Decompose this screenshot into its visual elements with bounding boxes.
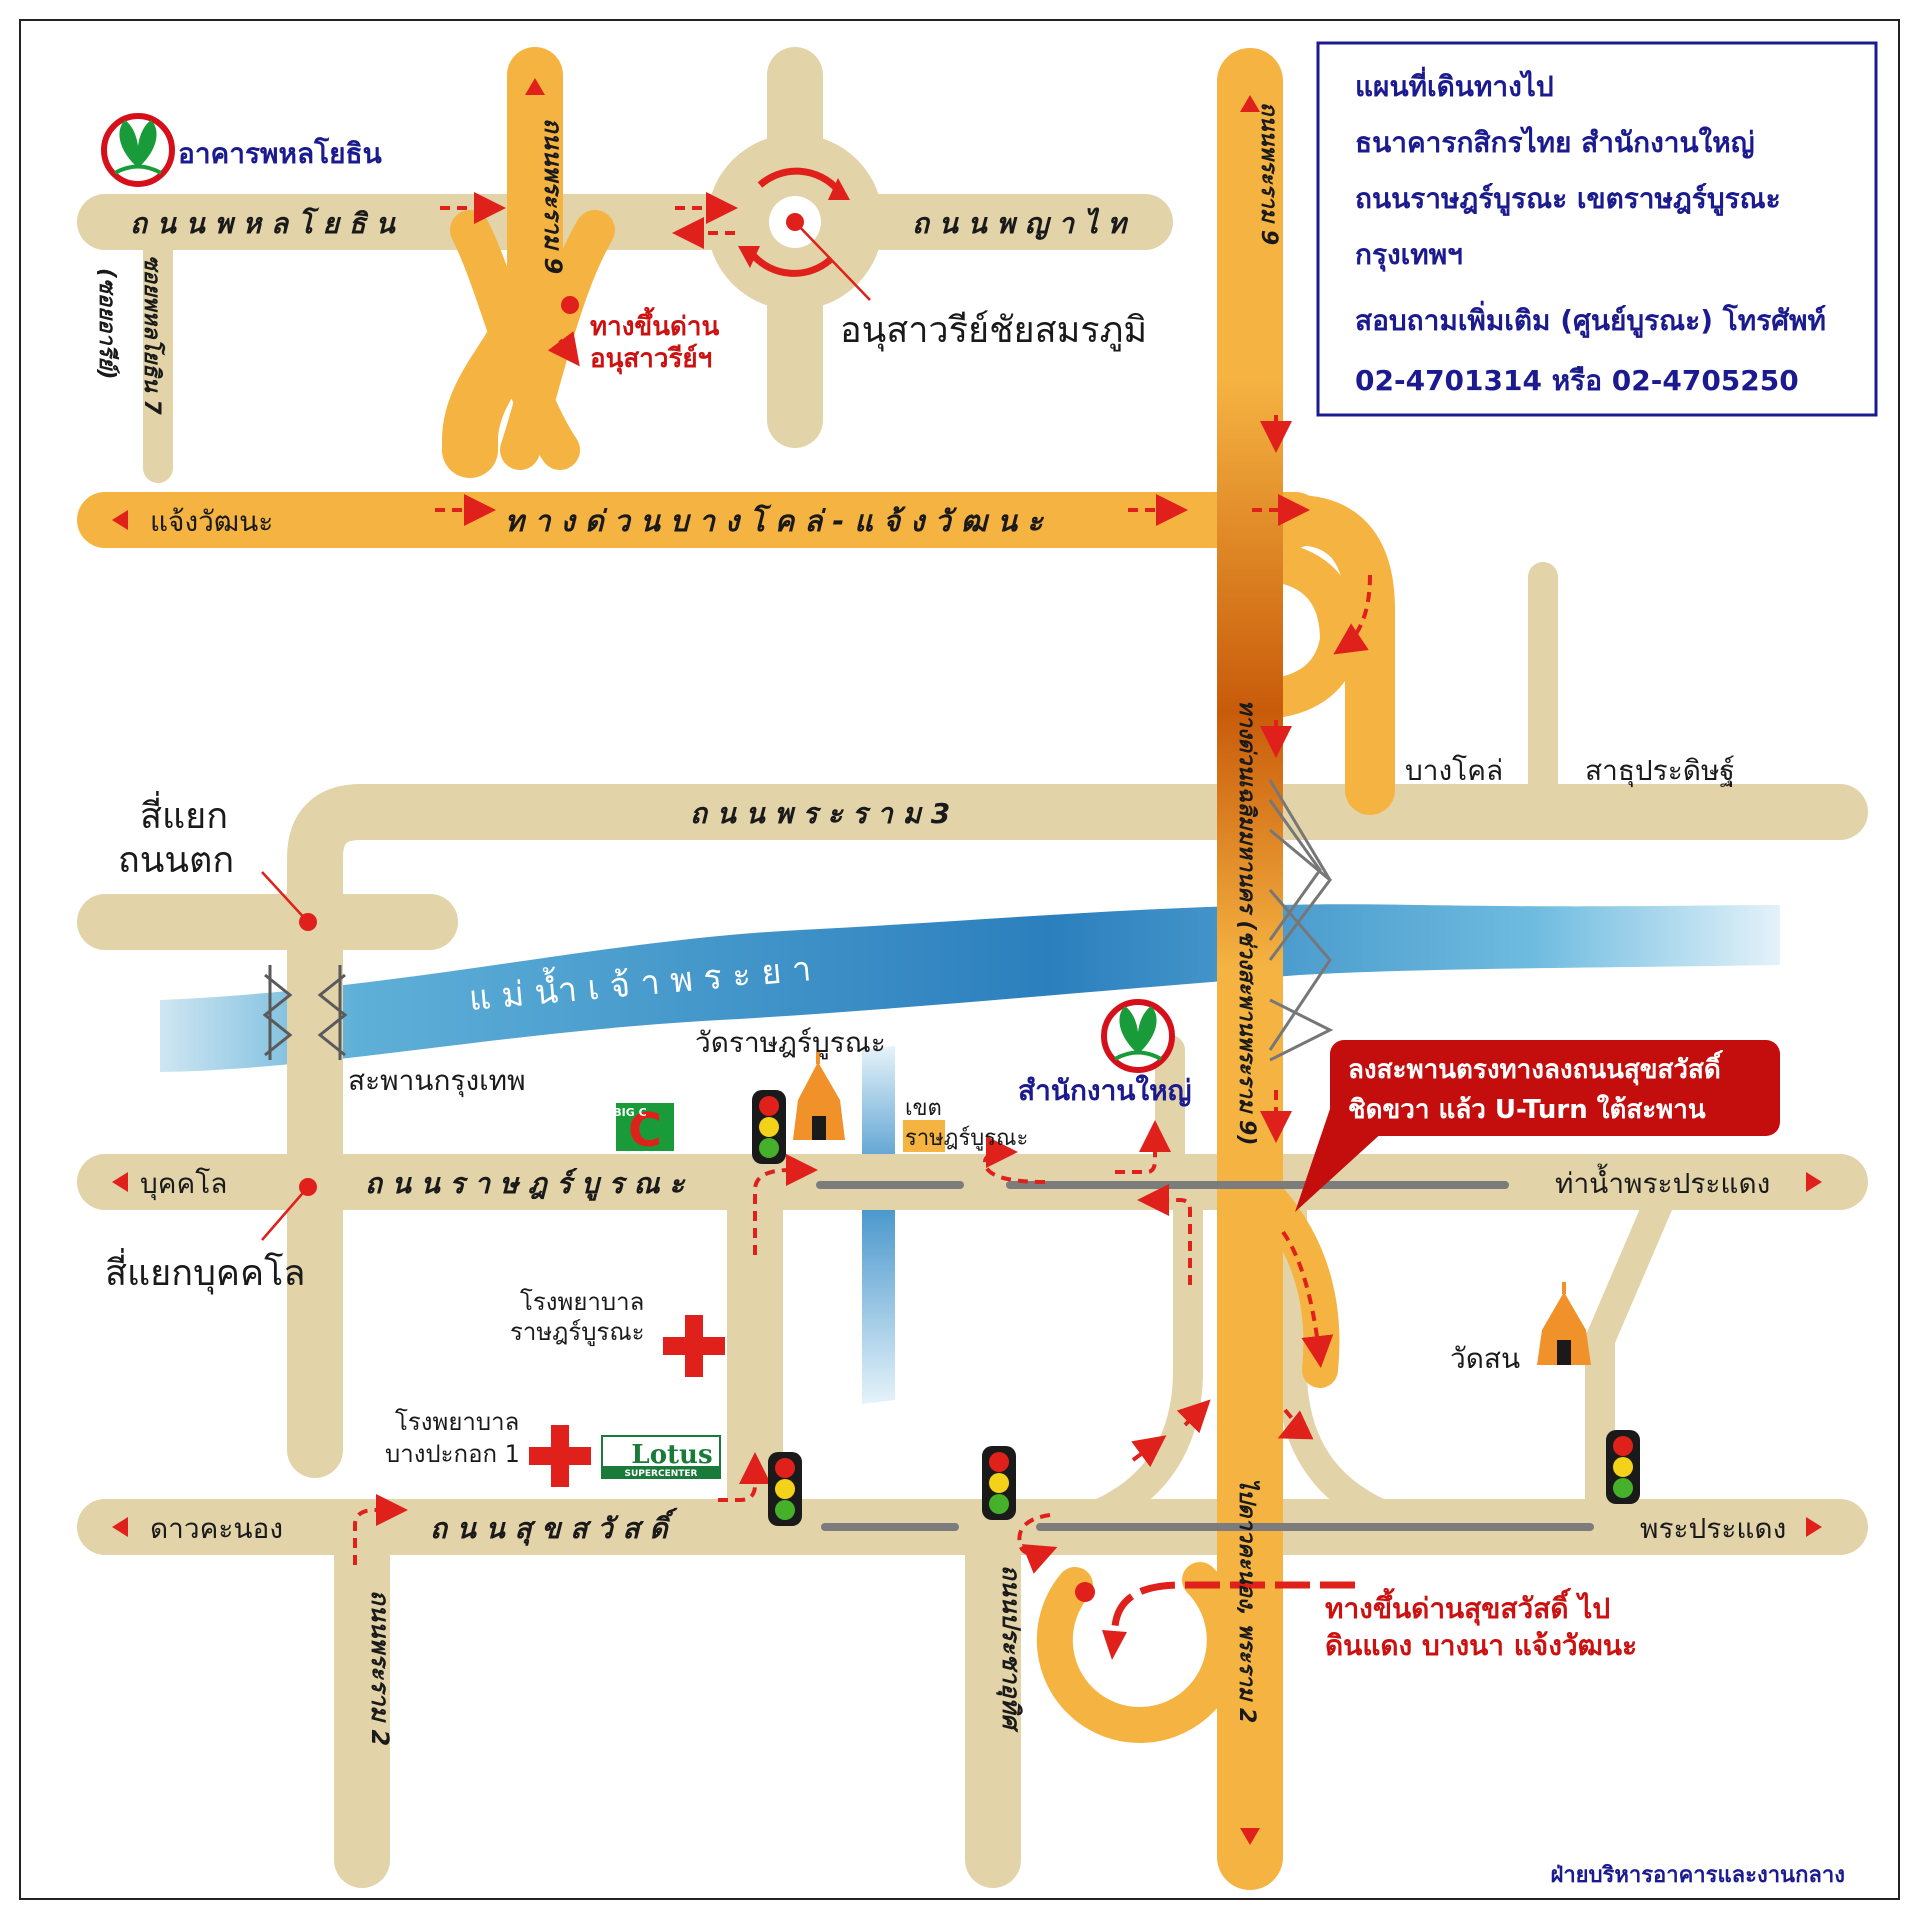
label-phayathai: ถ น น พ ญ า ไ ท	[912, 207, 1129, 240]
chaloem-maha-nakhon-expressway	[1217, 48, 1283, 1890]
victory-ramp-line-1: ทางขึ้นด่าน	[590, 306, 719, 342]
suksawat-ramp-line-1: ทางขึ้นด่านสุขสวัสดิ์ ไป	[1325, 1587, 1610, 1626]
label-bang-kho-laem: บางโคล่	[1405, 754, 1503, 787]
label-khet-name: ราษฎร์บูรณะ	[905, 1126, 1028, 1151]
traffic-light-icon	[768, 1452, 802, 1526]
bridge-callout: ลงสะพานตรงทางลงถนนสุขสวัสดิ์ ชิดขวา แล้ว…	[1295, 1040, 1780, 1212]
label-phahon-building: อาคารพหลโยธิน	[178, 136, 382, 170]
hospital-icon	[529, 1425, 591, 1487]
bridge-note-line-1: ลงสะพานตรงทางลงถนนสุขสวัสดิ์	[1348, 1049, 1723, 1086]
label-hospital1-line-1: โรงพยาบาล	[520, 1288, 644, 1316]
label-to-dao-khanong: ไปดาวคะนอง, พระราม 2	[1234, 1478, 1261, 1723]
pin-leaders	[261, 221, 871, 1241]
traffic-light-icon	[1606, 1430, 1640, 1504]
label-rama2: ถนนพระราม 2	[366, 1590, 394, 1746]
label-sathu-pradit: สาธุประดิษฐ์	[1585, 754, 1735, 788]
hospital-icon	[663, 1315, 725, 1377]
lotus-label: Lotus	[631, 1440, 712, 1470]
footer-department: ฝ่ายบริหารอาคารและงานกลาง	[1550, 1863, 1845, 1888]
direction-triangles	[112, 78, 1822, 1845]
label-rama9-east: ถนนพระราม 9	[1256, 102, 1281, 245]
kbank-head-office-logo-icon	[1101, 999, 1175, 1073]
temple-icon	[1537, 1282, 1591, 1365]
label-thanon-tok-line-1: สี่แยก	[140, 791, 228, 837]
traffic-light-icon	[752, 1090, 786, 1164]
label-rama3: ถ น น พ ร ะ ร า ม 3	[690, 797, 950, 830]
median-lines	[816, 1181, 1594, 1531]
roundabout-arrows	[750, 167, 841, 277]
label-ratburana: ถ น น ร า ษ ฎ ร์ บู ร ณ ะ	[365, 1167, 686, 1201]
label-victory-ramp: ทางขึ้นด่าน อนุสาวรีย์ฯ	[590, 306, 728, 375]
label-buk-kha-lo-junction: สี่แยกบุคคโล	[105, 1248, 305, 1295]
info-box	[1316, 41, 1878, 417]
suksawat-ramp-arrowhead	[1102, 1630, 1127, 1660]
label-wat-ratburana: วัดราษฎร์บูรณะ	[695, 1026, 886, 1060]
map-border	[19, 19, 1900, 1900]
info-title: แผนที่เดินทางไป	[1355, 66, 1554, 103]
krungthep-bridge	[262, 965, 348, 1060]
suksawat-ramp-line-2: ดินแดง บางนา แจ้งวัฒนะ	[1325, 1629, 1637, 1662]
label-bridge-road: ทางด่วนเฉลิมมหานคร (ช่วงสะพานพระราม 9)	[1234, 700, 1259, 1145]
label-khet: เขต	[905, 1096, 942, 1121]
label-hospital2-line-1: โรงพยาบาล	[395, 1408, 519, 1436]
label-hospital2-line-2: บางปะกอก 1	[385, 1440, 520, 1468]
label-soi-phahon7: ซอยพหลโยธิน 7	[139, 255, 166, 415]
river-chao-phraya	[160, 904, 1780, 1072]
kbank-logo-icon	[101, 113, 175, 187]
label-buk-kha-lo: บุคคโล	[140, 1167, 227, 1201]
label-soi-ari: (ซอยอารีย์)	[94, 268, 120, 379]
rama9-bridge-cables	[1268, 779, 1334, 1062]
info-address: ถนนราษฎร์บูรณะ เขตราษฎร์บูรณะ	[1355, 182, 1781, 216]
label-head-office: สำนักงานใหญ่	[1018, 1074, 1191, 1107]
label-pracha-uthit: ถนนประชาอุทิศ	[996, 1565, 1025, 1733]
label-thanon-tok-line-2: ถนนตก	[118, 840, 234, 881]
label-rama9-top: ถนนพระราม 9	[539, 118, 567, 274]
lotus-logo-icon: Lotus SUPERCENTER	[601, 1435, 721, 1479]
svg-text:C: C	[628, 1103, 662, 1157]
info-bank-name: ธนาคารกสิกรไทย สำนักงานใหญ่	[1355, 126, 1755, 159]
victory-ramp-line-2: อนุสาวรีย์ฯ	[590, 343, 712, 375]
label-phahonyothin: ถ น น พ ห ล โ ย ธิ น	[130, 206, 397, 240]
label-victory-monument: อนุสาวรีย์ชัยสมรภูมิ	[840, 310, 1147, 352]
roundabout-arrowhead-2	[738, 246, 760, 268]
info-contact: สอบถามเพิ่มเติม (ศูนย์บูรณะ) โทรศัพท์	[1355, 300, 1826, 338]
suksawat-ramp-arrow	[1111, 1581, 1355, 1641]
label-wat-son: วัดสน	[1450, 1342, 1520, 1375]
info-city: กรุงเทพฯ	[1355, 238, 1463, 272]
label-suksawat: ถ น น สุ ข ส วั ส ดิ์	[430, 1507, 678, 1546]
label-phra-pradaeng: พระประแดง	[1640, 1512, 1786, 1545]
traffic-light-icon	[982, 1446, 1016, 1520]
label-tha-nam: ท่าน้ำพระประแดง	[1555, 1163, 1770, 1200]
route-arrows	[353, 192, 1372, 1574]
big-c-logo-icon: C BIG C	[613, 1103, 674, 1157]
canal	[862, 1046, 895, 1404]
roundabout-arrowhead-1	[828, 178, 850, 200]
lotus-sub-label: SUPERCENTER	[625, 1469, 698, 1479]
bridge-note-line-2: ชิดขวา แล้ว U-Turn ใต้สะพาน	[1348, 1094, 1706, 1125]
info-phone: 02-4701314 หรือ 02-4705250	[1355, 364, 1799, 397]
label-dao-khanong: ดาวคะนอง	[150, 1512, 283, 1545]
label-expressway: ท า ง ด่ ว น บ า ง โ ค ล่ - แ จ้ ง วั ฒ …	[505, 504, 1044, 538]
khet-highlight	[903, 1120, 945, 1152]
temple-icon	[793, 1052, 845, 1140]
label-chaeng-watthana: แจ้งวัฒนะ	[150, 505, 273, 538]
label-hospital1-line-2: ราษฎร์บูรณะ	[510, 1318, 644, 1347]
big-c-label: BIG C	[613, 1106, 646, 1119]
label-krungthep-bridge: สะพานกรุงเทพ	[348, 1064, 526, 1098]
